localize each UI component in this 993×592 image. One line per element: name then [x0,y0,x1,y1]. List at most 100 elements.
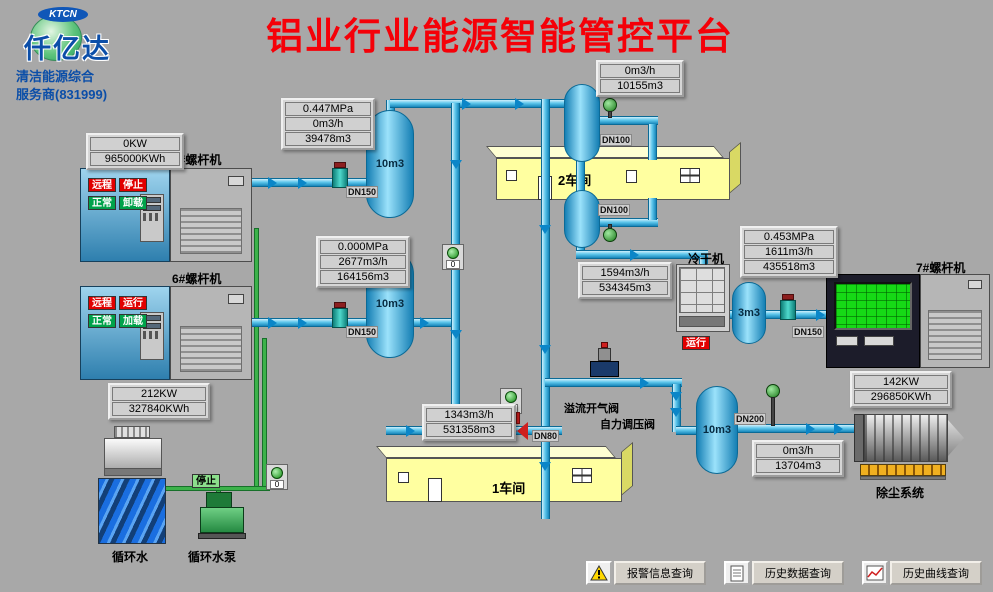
relief-valve-icon[interactable] [588,340,622,380]
readout-row: 327840KWh [112,402,206,416]
compressor-6-label: 6#螺杆机 [172,272,222,286]
readout-row: 0m3/h [600,64,680,78]
meter-readout-d: 0.000MPa 2677m3/h 164156m3 [316,236,410,288]
circulating-water-label: 循环水 [112,550,149,564]
pipe-dn-label: DN100 [598,204,631,216]
meter-dial [447,247,459,259]
air-pipe [728,310,828,319]
building-label: 2车间 [558,173,592,188]
compressor-7-unit [826,274,990,368]
flow-meter-icon [778,294,798,324]
pressure-regulator-label: 自力调压阀 [600,419,655,431]
flow-arrow-icon [539,462,551,471]
window [626,170,637,183]
sensor-stem [771,397,775,426]
flow-arrow-icon [670,392,682,401]
meter-readout-a: 0.447MPa 0m3/h 39478m3 [281,98,375,150]
flow-arrow-icon [298,317,307,329]
alarm-query-button[interactable]: 报警信息查询 [614,561,706,585]
workshop-2-building: 2车间 [485,141,746,200]
readout-row: 531358m3 [426,423,512,437]
meter-dial [271,467,283,479]
warning-icon [586,561,612,585]
logo-tag: KTCN [38,7,88,22]
hmi-screen [834,282,912,330]
flow-arrow-icon [462,98,471,110]
meter-readout-kw6: 212KW 327840KWh [108,383,210,420]
pipe-dn-label: DN150 [346,326,379,338]
brand-name: 仟亿达 [24,34,111,64]
flow-meter-cap [334,162,346,168]
status-badge: 加载 [119,314,147,328]
dryer-label: 冷干机 [688,252,725,266]
tower-fan [114,426,150,438]
cabinet-box [864,336,894,346]
flow-meter-body [780,300,796,320]
cabinet-box [836,336,858,346]
dust-removal-unit [852,406,964,484]
pipe-dn-label: DN80 [532,430,560,442]
air-pipe [250,178,370,187]
pump-motor [206,492,232,508]
sensor-stem [608,111,612,118]
readout-row: 1343m3/h [426,408,512,422]
vent-grill [928,310,982,360]
air-pipe [598,116,658,125]
pump-status-badge: 停止 [192,474,220,488]
compressor-6-unit [80,286,252,380]
readout-row: 10155m3 [600,79,680,93]
readout-row: 0.453MPa [744,230,834,244]
flow-arrow-icon [539,345,551,354]
flow-meter-cap [334,302,346,308]
window [572,468,592,483]
readout-row: 1594m3/h [582,266,668,280]
air-receiver-tank-3m3: 3m3 [732,282,766,344]
air-pipe [676,426,698,435]
meter-readout-e: 1594m3/h 534345m3 [578,262,672,299]
tank-label: 10m3 [375,158,405,170]
air-pipe [576,158,585,194]
flow-arrow-icon [816,309,825,321]
air-receiver-capsule-2 [564,190,600,248]
air-pipe-main [541,99,550,519]
flow-arrow-icon [406,425,415,437]
history-data-button[interactable]: 历史数据查询 [752,561,844,585]
status-badge: 正常 [88,196,116,210]
flow-arrow-icon [268,177,277,189]
dust-base [860,464,946,476]
water-pipe [254,228,259,490]
air-receiver-tank-4: 10m3 [696,386,738,474]
pump-base [198,533,246,539]
meter-dial [505,391,517,403]
cabinet-box [968,280,982,289]
building-roof [485,146,724,158]
meter-value: 0 [270,480,284,489]
air-pipe [576,250,708,259]
tank-label: 10m3 [375,298,405,310]
air-pipe [598,218,658,227]
readout-row: 0.000MPa [320,240,406,254]
history-curve-button[interactable]: 历史曲线查询 [890,561,982,585]
cabinet-box [228,176,244,186]
dust-cone [948,420,964,456]
meter-readout-f: 0.453MPa 1611m3/h 435518m3 [740,226,838,278]
valve-body [517,422,528,440]
building-side [729,141,741,194]
vent-grill [180,208,242,254]
pipe-dn-label: DN200 [734,413,767,425]
logo-tagline-1: 清洁能源综合 [16,69,95,84]
meter-readout-j: 0m3/h 13704m3 [752,440,844,477]
cooling-tower-unit [96,424,168,546]
readout-row: 965000KWh [90,152,180,166]
flow-arrow-icon [298,177,307,189]
status-badge: 运行 [119,296,147,310]
status-badge: 卸载 [119,196,147,210]
readout-row: 0m3/h [756,444,840,458]
meter-icon: 0 [266,464,288,490]
flow-arrow-icon [630,249,639,261]
readout-row: 534345m3 [582,281,668,295]
status-badge: 远程 [88,178,116,192]
flow-arrow-icon [420,317,429,329]
compressor-5-label: 5#螺杆机 [172,153,222,167]
